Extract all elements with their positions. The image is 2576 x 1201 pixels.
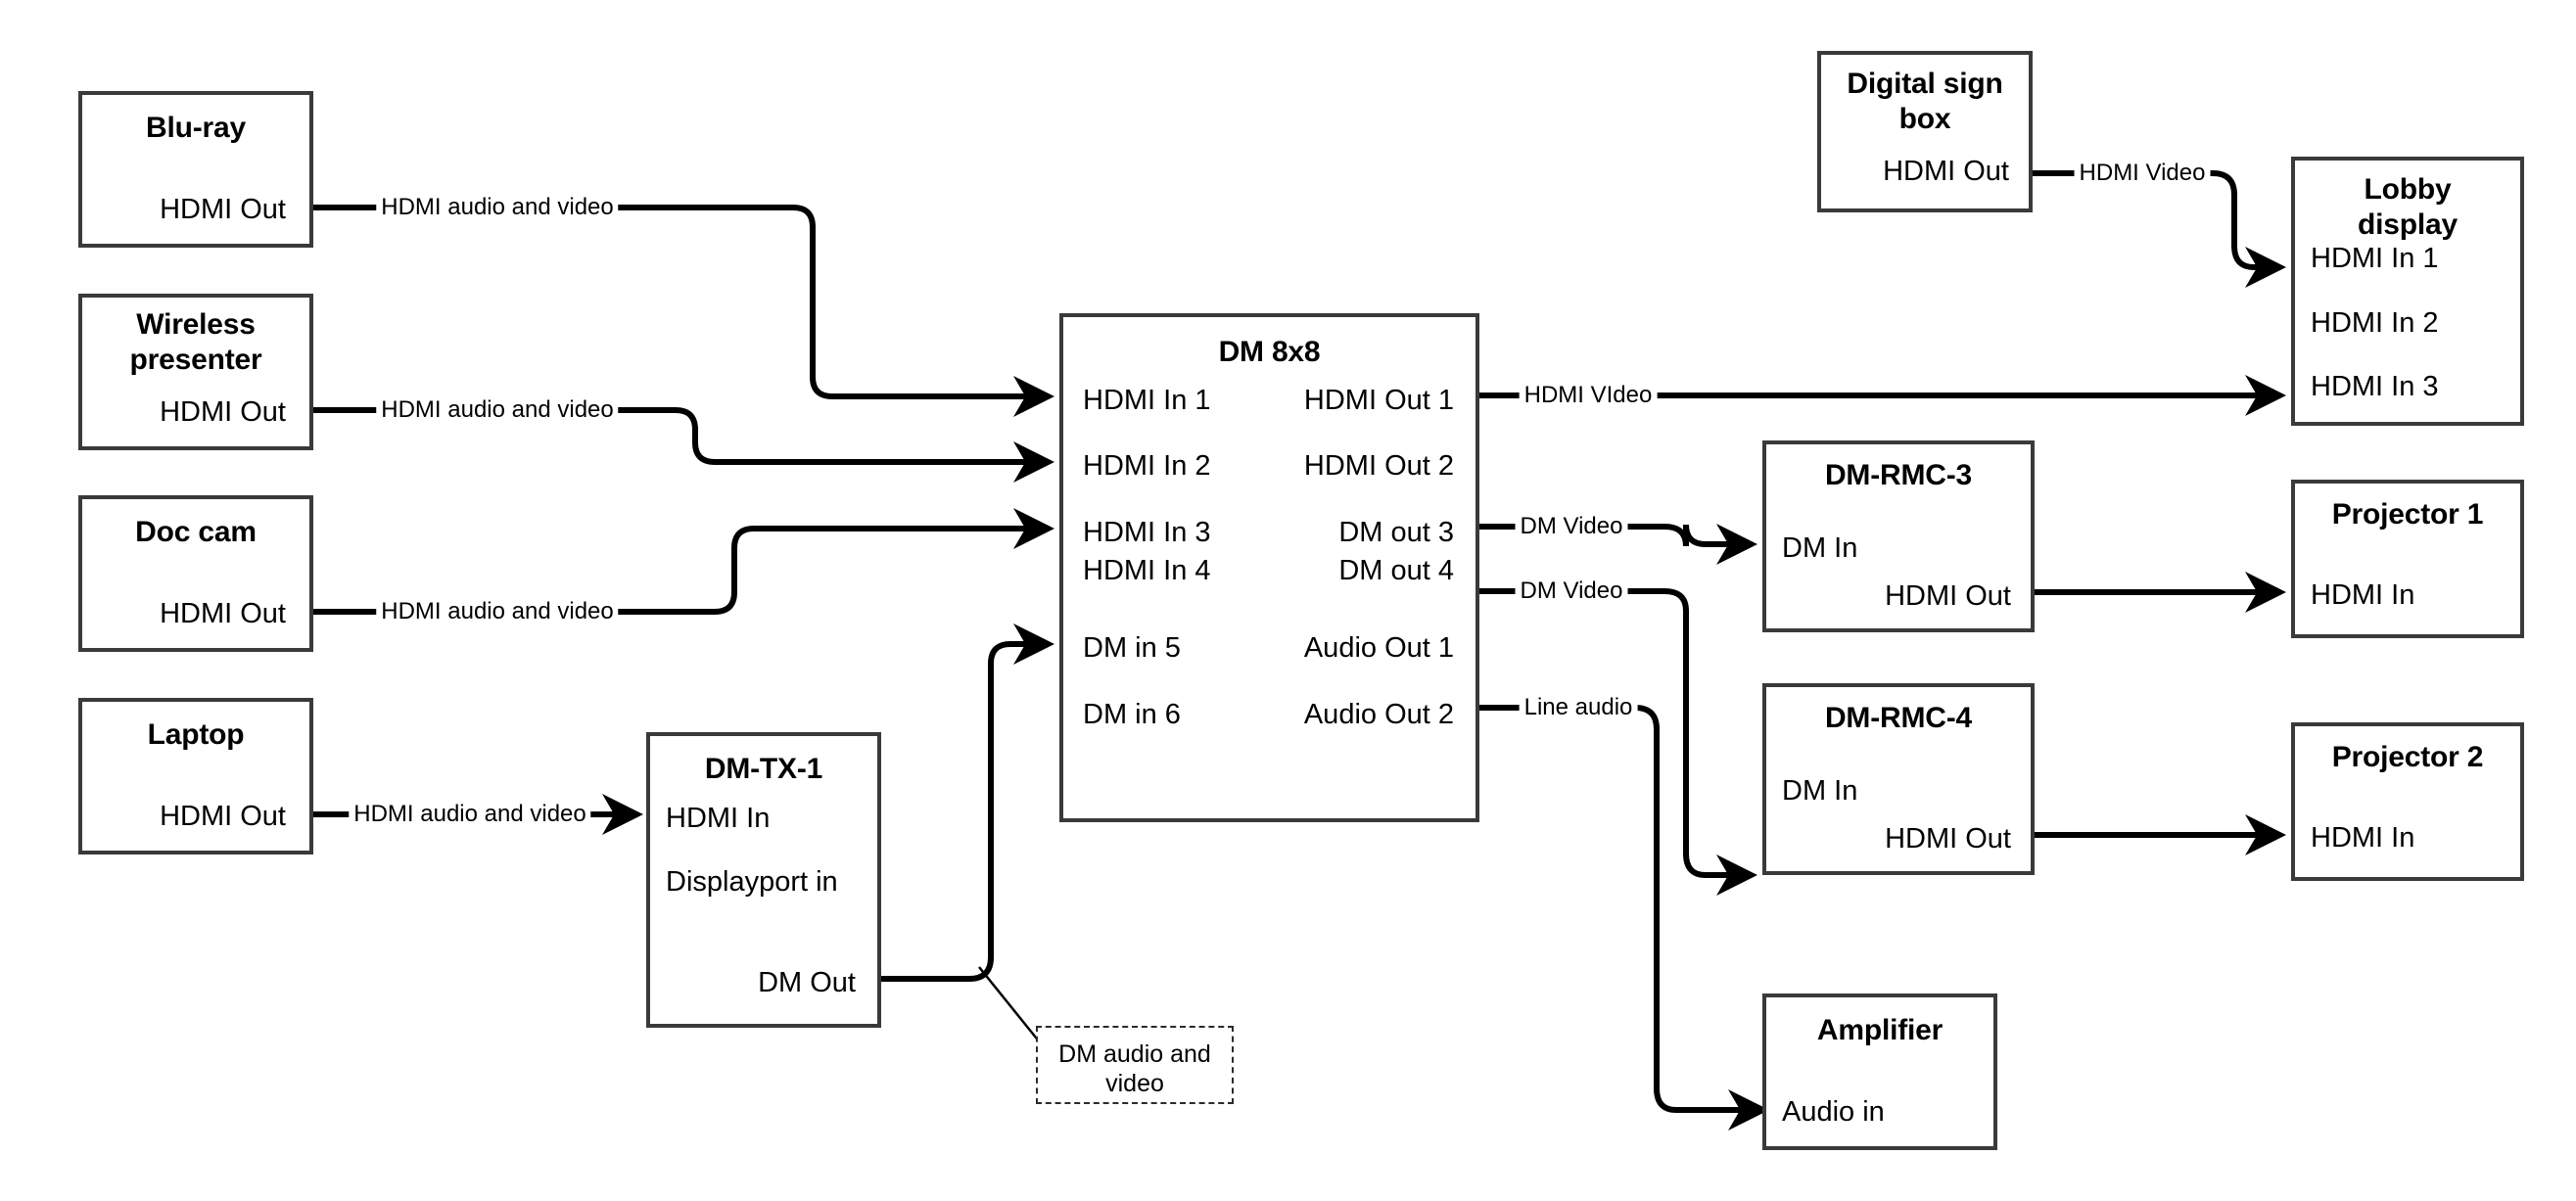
connector-dm8x8-audio-out-1-to-amplifier-audio-in xyxy=(1479,705,1769,1131)
port-dm-rmc-4-hdmi-out[interactable]: HDMI Out xyxy=(1885,823,2011,855)
node-lobby-display[interactable]: Lobby display HDMI In 1 HDMI In 2 HDMI I… xyxy=(2291,157,2524,426)
wire-label-laptop: HDMI audio and video xyxy=(349,802,591,827)
port-dm-8x8-hdmi-out-2[interactable]: HDMI Out 2 xyxy=(1303,450,1454,482)
node-digital-sign-box[interactable]: Digital sign box HDMI Out xyxy=(1817,51,2033,212)
node-dm-tx-1[interactable]: DM-TX-1 HDMI In Displayport in DM Out xyxy=(646,732,881,1028)
wire-label-wireless-presenter: HDMI audio and video xyxy=(376,397,619,423)
node-title-dm-tx-1: DM-TX-1 xyxy=(704,753,823,785)
node-title-projector-2: Projector 2 xyxy=(2331,741,2484,773)
connector-doc-cam-to-dm8x8-hdmi-in-3 xyxy=(313,508,1054,615)
port-amplifier-audio-in[interactable]: Audio in xyxy=(1782,1096,1885,1128)
node-title-wireless-presenter: Wireless presenter xyxy=(129,308,262,376)
node-title-doc-cam: Doc cam xyxy=(135,516,257,548)
port-dm-tx-1-hdmi-in[interactable]: HDMI In xyxy=(666,803,771,834)
connector-dmtx1-to-dm8x8-dm-in-5 xyxy=(881,624,1054,982)
port-lobby-display-hdmi-in-3[interactable]: HDMI In 3 xyxy=(2311,371,2439,402)
connector-wireless-presenter-to-dm8x8-hdmi-in-2 xyxy=(313,407,1054,483)
port-dm-8x8-dm-in-6[interactable]: DM in 6 xyxy=(1083,699,1181,730)
port-laptop-hdmi-out[interactable]: HDMI Out xyxy=(160,801,286,832)
port-bluray-hdmi-out[interactable]: HDMI Out xyxy=(160,194,286,225)
node-title-digital-sign-box: Digital sign box xyxy=(1847,68,2003,135)
port-dm-8x8-hdmi-out-1[interactable]: HDMI Out 1 xyxy=(1303,385,1454,416)
node-projector-2[interactable]: Projector 2 HDMI In xyxy=(2291,722,2524,881)
node-title-amplifier: Amplifier xyxy=(1816,1014,1944,1046)
node-title-bluray: Blu-ray xyxy=(146,112,246,144)
port-dm-8x8-dm-in-5[interactable]: DM in 5 xyxy=(1083,632,1181,664)
wire-label-hdmi-out-1: HDMI VIdeo xyxy=(1519,383,1658,408)
wire-label-audio-out-1: Line audio xyxy=(1519,695,1638,720)
port-dm-8x8-dm-out-4[interactable]: DM out 4 xyxy=(1338,555,1454,586)
wire-label-doc-cam: HDMI audio and video xyxy=(376,599,619,624)
node-title-lobby-display: Lobby display xyxy=(2358,173,2458,241)
port-dm-rmc-4-dm-in[interactable]: DM In xyxy=(1782,775,1858,807)
port-projector-1-hdmi-in[interactable]: HDMI In xyxy=(2311,579,2415,611)
connector-dm8x8-dm-out-4-to-dmrmc4-dm-in xyxy=(1479,588,1757,896)
port-dm-8x8-hdmi-in-4[interactable]: HDMI In 4 xyxy=(1083,555,1211,586)
port-dm-rmc-3-dm-in[interactable]: DM In xyxy=(1782,532,1858,564)
port-wireless-presenter-hdmi-out[interactable]: HDMI Out xyxy=(160,396,286,428)
port-dm-8x8-hdmi-in-2[interactable]: HDMI In 2 xyxy=(1083,450,1211,482)
wire-label-dm-out-3: DM Video xyxy=(1515,514,1628,539)
node-dm-rmc-4[interactable]: DM-RMC-4 DM In HDMI Out xyxy=(1762,683,2035,875)
node-title-dm-rmc-3: DM-RMC-3 xyxy=(1824,459,1973,491)
node-title-laptop: Laptop xyxy=(147,718,245,751)
port-dm-8x8-hdmi-in-3[interactable]: HDMI In 3 xyxy=(1083,517,1211,548)
port-lobby-display-hdmi-in-1[interactable]: HDMI In 1 xyxy=(2311,243,2439,274)
node-laptop[interactable]: Laptop HDMI Out xyxy=(78,698,313,855)
port-dm-8x8-dm-out-3[interactable]: DM out 3 xyxy=(1338,517,1454,548)
node-dm-rmc-3[interactable]: DM-RMC-3 DM In HDMI Out xyxy=(1762,440,2035,632)
connector-dm8x8-dm-out-3-to-dmrmc3-dm-in xyxy=(1479,524,1757,565)
wire-label-bluray: HDMI audio and video xyxy=(376,195,619,220)
node-projector-1[interactable]: Projector 1 HDMI In xyxy=(2291,480,2524,638)
callout-line-1: DM audio and xyxy=(1058,1040,1211,1068)
port-projector-2-hdmi-in[interactable]: HDMI In xyxy=(2311,822,2415,854)
port-dm-8x8-audio-out-1[interactable]: Audio Out 1 xyxy=(1303,632,1454,664)
connector-digital-sign-box-to-lobby-display-hdmi-in-1 xyxy=(2033,170,2286,288)
node-dm-8x8[interactable]: DM 8x8 HDMI In 1 HDMI In 2 HDMI In 3 HDM… xyxy=(1059,313,1479,822)
wire-label-dm-out-4: DM Video xyxy=(1515,578,1628,604)
node-title-projector-1: Projector 1 xyxy=(2331,498,2484,531)
port-dm-tx-1-displayport-in[interactable]: Displayport in xyxy=(666,866,838,898)
callout-leader-line xyxy=(978,966,1041,1043)
port-doc-cam-hdmi-out[interactable]: HDMI Out xyxy=(160,598,286,629)
connector-bluray-to-dm8x8-hdmi-in-1 xyxy=(313,205,1054,417)
callout-line-2: video xyxy=(1105,1070,1164,1097)
port-dm-tx-1-dm-out[interactable]: DM Out xyxy=(758,967,856,998)
wire-label-digital-sign: HDMI Video xyxy=(2074,161,2211,186)
port-lobby-display-hdmi-in-2[interactable]: HDMI In 2 xyxy=(2311,307,2439,339)
node-wireless-presenter[interactable]: Wireless presenter HDMI Out xyxy=(78,294,313,450)
port-dm-8x8-audio-out-2[interactable]: Audio Out 2 xyxy=(1303,699,1454,730)
node-title-dm-rmc-4: DM-RMC-4 xyxy=(1824,702,1973,734)
node-title-dm-8x8: DM 8x8 xyxy=(1218,336,1321,368)
callout-dm-audio-and-video: DM audio and video xyxy=(1036,1026,1234,1104)
node-amplifier[interactable]: Amplifier Audio in xyxy=(1762,993,1997,1150)
port-digital-sign-box-hdmi-out[interactable]: HDMI Out xyxy=(1883,156,2009,187)
port-dm-8x8-hdmi-in-1[interactable]: HDMI In 1 xyxy=(1083,385,1211,416)
node-doc-cam[interactable]: Doc cam HDMI Out xyxy=(78,495,313,652)
node-bluray[interactable]: Blu-ray HDMI Out xyxy=(78,91,313,248)
port-dm-rmc-3-hdmi-out[interactable]: HDMI Out xyxy=(1885,580,2011,612)
